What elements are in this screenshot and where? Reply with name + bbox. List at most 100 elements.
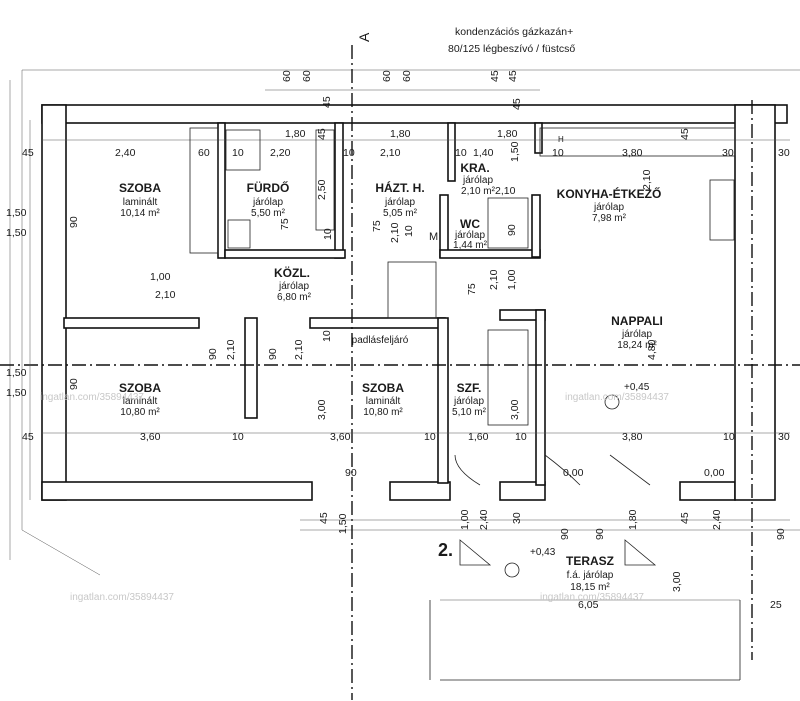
svg-text:járólap: járólap xyxy=(621,329,652,340)
svg-text:járólap: járólap xyxy=(593,202,624,213)
svg-text:45: 45 xyxy=(316,128,328,140)
svg-text:10,14 m²: 10,14 m² xyxy=(120,208,160,219)
svg-text:25: 25 xyxy=(770,599,782,611)
level-label-1: +0,45 xyxy=(624,382,650,393)
room-szf: SZF. járólap 5,10 m² xyxy=(452,381,487,418)
svg-text:75: 75 xyxy=(466,283,478,295)
terrace-outline xyxy=(429,600,741,681)
svg-text:30: 30 xyxy=(722,147,734,159)
svg-text:45: 45 xyxy=(318,512,330,524)
svg-text:45: 45 xyxy=(22,431,34,443)
svg-text:60: 60 xyxy=(198,147,210,159)
svg-text:0,00: 0,00 xyxy=(704,467,725,479)
svg-text:45: 45 xyxy=(489,70,501,82)
svg-text:90: 90 xyxy=(594,528,606,540)
svg-text:18,15 m²: 18,15 m² xyxy=(570,582,610,593)
svg-text:TERASZ: TERASZ xyxy=(566,554,614,568)
svg-text:60: 60 xyxy=(381,70,393,82)
dims-lower-widths: 45 3,60 10 3,60 10 1,60 10 3,80 10 30 xyxy=(22,431,790,443)
toilet xyxy=(227,219,251,249)
svg-text:1,00: 1,00 xyxy=(506,269,518,290)
svg-text:1,50: 1,50 xyxy=(6,387,27,399)
svg-text:10: 10 xyxy=(455,147,467,159)
svg-text:1,80: 1,80 xyxy=(497,128,518,140)
svg-text:10: 10 xyxy=(552,147,564,159)
section-arrow-left xyxy=(459,539,492,566)
svg-text:2,10: 2,10 xyxy=(641,169,653,190)
svg-text:KONYHA-ÉTKEZŐ: KONYHA-ÉTKEZŐ xyxy=(557,186,662,201)
bath-cabinet xyxy=(315,129,335,231)
svg-text:5,50 m²: 5,50 m² xyxy=(251,208,286,219)
watermark: ingatlan.com/35894437 xyxy=(540,592,644,603)
svg-text:3,60: 3,60 xyxy=(140,431,161,443)
svg-text:10: 10 xyxy=(321,330,333,342)
interior-walls xyxy=(63,122,546,486)
svg-text:90: 90 xyxy=(506,224,518,236)
svg-text:laminált: laminált xyxy=(123,197,158,208)
dims-left-heights: 1,50 1,50 1,50 1,50 xyxy=(6,207,27,399)
dims-sills: 0,00 0,00 xyxy=(563,467,725,479)
watermark: ingatlan.com/35894437 xyxy=(40,392,144,403)
roof-eave-line xyxy=(9,69,800,576)
svg-text:1,50: 1,50 xyxy=(6,227,27,239)
boiler-note-2: 80/125 légbeszívó / füstcső xyxy=(448,43,575,55)
svg-text:járólap: járólap xyxy=(278,281,309,292)
svg-text:10: 10 xyxy=(515,431,527,443)
svg-text:1,80: 1,80 xyxy=(285,128,306,140)
room-furdo: FÜRDŐ járólap 5,50 m² xyxy=(247,180,290,219)
svg-text:6,80 m²: 6,80 m² xyxy=(277,292,312,303)
svg-text:10: 10 xyxy=(403,225,415,237)
svg-text:3,60: 3,60 xyxy=(330,431,351,443)
svg-text:SZOBA: SZOBA xyxy=(119,381,161,395)
svg-text:45: 45 xyxy=(321,96,333,108)
section-number: 2. xyxy=(438,540,453,560)
svg-text:1,40: 1,40 xyxy=(473,147,494,159)
room-wc: WC járólap 1,44 m² xyxy=(453,217,488,251)
svg-text:90: 90 xyxy=(775,528,787,540)
dims-terrace: 3,00 6,05 25 xyxy=(578,571,782,611)
fixtures xyxy=(189,127,741,681)
svg-text:30: 30 xyxy=(511,512,523,524)
svg-text:10: 10 xyxy=(424,431,436,443)
svg-text:2,10: 2,10 xyxy=(495,185,516,197)
svg-text:45: 45 xyxy=(507,70,519,82)
watermark: ingatlan.com/35894437 xyxy=(70,592,174,603)
svg-text:30: 30 xyxy=(778,147,790,159)
svg-text:2,10: 2,10 xyxy=(389,222,401,243)
dims-lower-heights: 3,00 3,00 xyxy=(316,399,521,420)
door-swings xyxy=(454,454,651,486)
level-marker-1 xyxy=(604,394,620,410)
svg-text:2,10: 2,10 xyxy=(488,269,500,290)
svg-text:KRA.: KRA. xyxy=(460,161,489,175)
svg-text:2,40: 2,40 xyxy=(478,509,490,530)
attic-stair-label: padlásfeljáró xyxy=(352,335,409,346)
bathtub xyxy=(225,129,261,171)
svg-text:2,10: 2,10 xyxy=(293,339,305,360)
svg-text:3,80: 3,80 xyxy=(622,431,643,443)
room-terasz: TERASZ f.á. járólap 18,15 m² xyxy=(566,554,614,593)
svg-text:járólap: járólap xyxy=(384,197,415,208)
svg-text:90: 90 xyxy=(559,528,571,540)
svg-text:7,98 m²: 7,98 m² xyxy=(592,213,627,224)
svg-text:1,50: 1,50 xyxy=(337,513,349,534)
svg-text:2,50: 2,50 xyxy=(316,179,328,200)
svg-text:60: 60 xyxy=(301,70,313,82)
svg-text:4,80: 4,80 xyxy=(646,339,658,360)
boiler-note-1: kondenzációs gázkazán+ xyxy=(455,26,573,38)
svg-text:FÜRDŐ: FÜRDŐ xyxy=(247,180,290,195)
dimension-lines xyxy=(29,89,790,601)
svg-text:HÁZT. H.: HÁZT. H. xyxy=(375,180,424,195)
svg-text:3,00: 3,00 xyxy=(316,399,328,420)
dims-room-widths: 45 2,40 60 10 2,20 10 2,10 10 1,40 10 3,… xyxy=(22,147,790,159)
svg-text:1,50: 1,50 xyxy=(509,141,521,162)
svg-text:90: 90 xyxy=(207,348,219,360)
svg-text:75: 75 xyxy=(371,220,383,232)
svg-text:10: 10 xyxy=(232,147,244,159)
svg-text:3,00: 3,00 xyxy=(509,399,521,420)
kitchen-counter xyxy=(539,127,736,157)
svg-text:5,05 m²: 5,05 m² xyxy=(383,208,418,219)
svg-text:30: 30 xyxy=(778,431,790,443)
svg-text:60: 60 xyxy=(281,70,293,82)
hood-label: H xyxy=(558,135,564,144)
watermark: ingatlan.com/35894437 xyxy=(565,392,669,403)
